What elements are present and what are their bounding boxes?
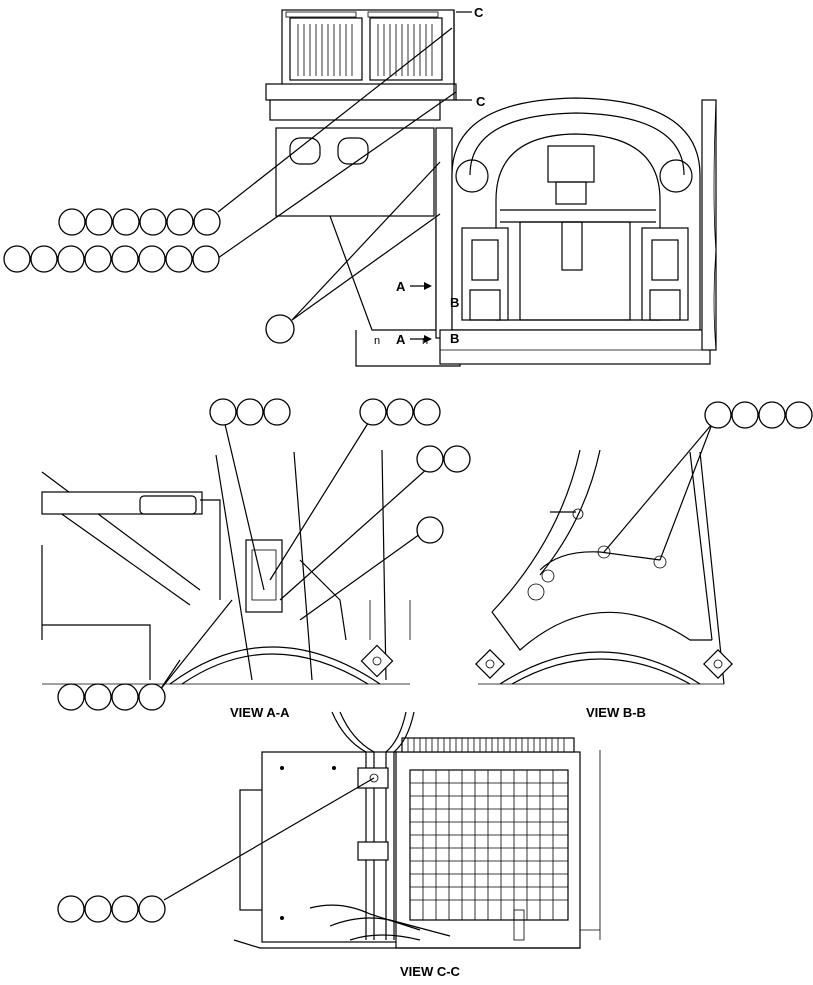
svg-text:n: n: [374, 335, 380, 347]
leader-lines-cc: [163, 777, 375, 901]
callout-bubble: [193, 208, 221, 236]
callout-bubble: [192, 245, 220, 273]
callout-bubble: [111, 245, 139, 273]
callout-bubble: [416, 516, 444, 544]
callout-bubble: [111, 683, 139, 711]
callout-bubble: [84, 245, 112, 273]
section-marker-b-lower: B: [450, 331, 459, 346]
callout-bubble: [416, 445, 444, 473]
view-bb-label: VIEW B-B: [586, 705, 646, 720]
machine-body-panel: n n: [275, 127, 461, 367]
view-cc-label: VIEW C-C: [400, 964, 461, 979]
callout-bubble: [166, 208, 194, 236]
callout-group-row1: [58, 208, 221, 236]
callout-bubble: [413, 398, 441, 426]
section-marker-a-upper: A: [396, 279, 406, 294]
callout-group-cc: [57, 895, 166, 923]
callout-bubble: [139, 208, 167, 236]
callout-bubble: [84, 683, 112, 711]
callout-group-bb: [704, 401, 813, 429]
callout-bubble: [758, 401, 786, 429]
callout-bubble: [30, 245, 58, 273]
callout-bubble: [85, 208, 113, 236]
callout-group-aa-3: [416, 445, 471, 473]
view-cc-detail: VIEW C-C: [57, 711, 601, 979]
callout-bubble: [111, 895, 139, 923]
callout-group-aa-2: [359, 398, 441, 426]
junction-box: [245, 539, 283, 613]
top-radiator-unit: [265, 9, 457, 121]
callout-bubble: [263, 398, 291, 426]
callout-bubble: [138, 683, 166, 711]
callout-bubble: [57, 895, 85, 923]
callout-group-single-main: [265, 314, 295, 344]
callout-bubble: [265, 314, 295, 344]
view-bb-detail: VIEW B-B: [475, 401, 813, 720]
leader-lines-aa: [159, 419, 429, 691]
callout-bubble: [209, 398, 237, 426]
callout-bubble: [785, 401, 813, 429]
section-marker-b-upper: B: [450, 295, 459, 310]
callout-bubble: [3, 245, 31, 273]
callout-bubble: [386, 398, 414, 426]
callout-bubble: [236, 398, 264, 426]
callout-bubble: [731, 401, 759, 429]
section-marker-a-lower: A: [396, 332, 406, 347]
leader-lines-bb: [603, 423, 713, 561]
callout-bubble: [443, 445, 471, 473]
view-aa-label: VIEW A-A: [230, 705, 290, 720]
main-machine-view: n n: [3, 5, 717, 367]
callout-bubble: [704, 401, 732, 429]
callout-bubble: [165, 245, 193, 273]
callout-group-aa-1: [209, 398, 291, 426]
callout-bubble: [359, 398, 387, 426]
callout-bubble: [112, 208, 140, 236]
callout-group-aa-5: [57, 683, 166, 711]
callout-bubble: [57, 245, 85, 273]
callout-bubble: [84, 895, 112, 923]
callout-group-row2: [3, 245, 220, 273]
view-aa-detail: VIEW A-A: [41, 398, 471, 720]
leader-lines-main: [217, 27, 457, 321]
callout-bubble: [58, 208, 86, 236]
callout-bubble: [138, 895, 166, 923]
front-arch-frame: [435, 97, 717, 365]
callout-bubble: [57, 683, 85, 711]
section-markers: C C A A B B: [396, 5, 486, 347]
section-marker-c-top: C: [474, 5, 484, 20]
section-marker-c-mid: C: [476, 94, 486, 109]
callout-group-aa-4: [416, 516, 444, 544]
callout-bubble: [138, 245, 166, 273]
